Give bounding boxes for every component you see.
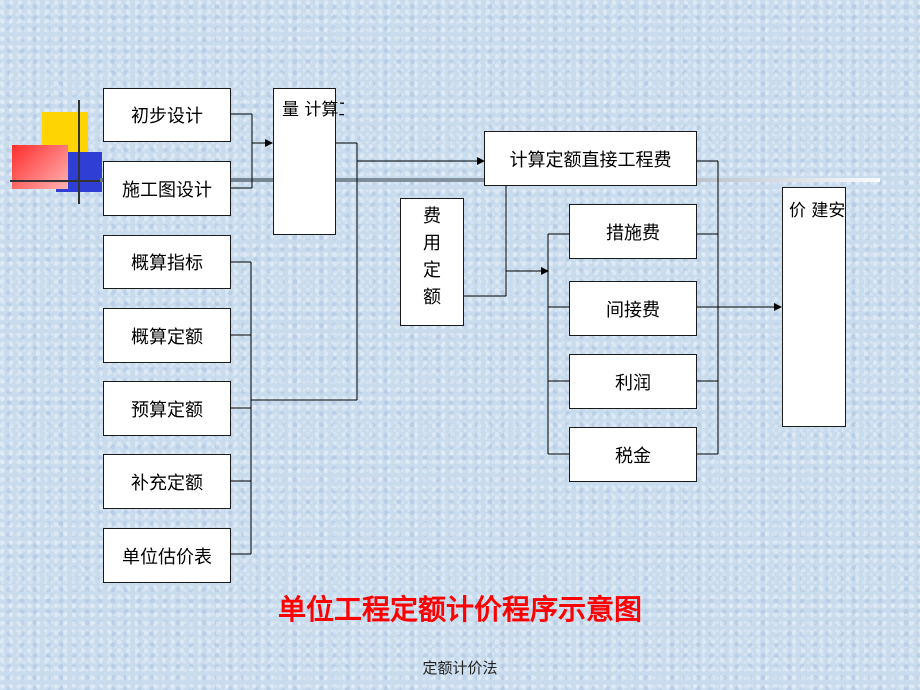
input-preliminary-design: 初步设计	[103, 88, 231, 142]
total-cost-box: 价 建安工程造、	[782, 187, 846, 427]
fee-quota-box: 费用定额	[400, 198, 464, 326]
fee-quota-label: 费用定额	[423, 206, 441, 308]
input-construction-drawing-design: 施工图设计	[103, 161, 231, 216]
total-cost-label: 价 建安工程造、	[789, 201, 845, 221]
deco-horizontal-line	[10, 180, 130, 182]
input-budget-quota: 预算定额	[103, 381, 231, 436]
input-estimate-quota: 概算定额	[103, 308, 231, 363]
diagram-caption: 单位工程定额计价程序示意图	[277, 593, 642, 626]
fee-item-indirect: 间接费	[569, 281, 697, 336]
input-unit-price-table: 单位估价表	[103, 528, 231, 583]
direct-cost-box: 计算定额直接工程费	[484, 131, 697, 186]
fee-item-profit: 利润	[569, 354, 697, 409]
input-supplementary-quota: 补充定额	[103, 454, 231, 509]
deco-squares	[0, 0, 140, 220]
fee-item-measures: 措施费	[569, 204, 697, 259]
slide-footer: 定额计价法	[422, 659, 498, 677]
input-estimate-index: 概算指标	[103, 235, 231, 289]
quantity-calculation-label: 量 计算工程	[282, 100, 344, 120]
fee-item-tax: 税金	[569, 427, 697, 482]
quantity-calculation-box: 量 计算工程	[273, 88, 344, 235]
deco-vertical-line	[78, 100, 80, 204]
